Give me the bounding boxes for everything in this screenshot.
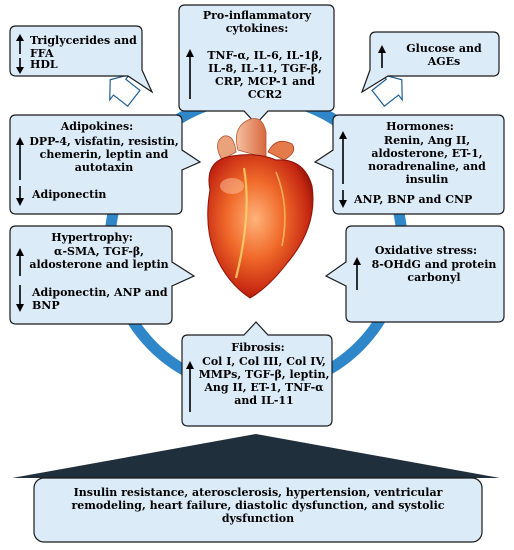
- oxidative-title: Oxidative stress:: [374, 244, 478, 257]
- heart-illustration: [207, 118, 314, 299]
- oxidative-box-shape: [324, 225, 505, 323]
- fibrosis-title: Fibrosis:: [231, 341, 285, 354]
- adipokines-decrease-text: Adiponectin: [32, 188, 107, 201]
- up-arrow-icon: [186, 361, 194, 412]
- up-arrow-icon: [186, 49, 194, 99]
- outcome-pyramid: [12, 434, 500, 478]
- fibrosis-box-shape: [181, 321, 333, 427]
- adipokines-box-shape: [9, 114, 202, 215]
- triglycerides-decrease-text: HDL: [30, 58, 58, 71]
- glucose-box-shape: [360, 31, 500, 94]
- up-arrow-icon: [16, 137, 24, 180]
- down-arrow-icon: [16, 285, 24, 312]
- up-arrow-icon: [378, 45, 386, 68]
- triglycerides-increase-text: Triglycerides and FFA: [30, 34, 137, 60]
- cytokines-box-shape: [178, 4, 335, 125]
- hypertrophy-increase-text: α-SMA, TGF-β, aldosterone and leptin: [29, 245, 169, 271]
- oxidative-increase-text: 8-OHdG and protein carbonyl: [371, 258, 497, 284]
- hormones-increase-text: Renin, Ang II, aldosterone, ET-1, noradr…: [368, 134, 486, 186]
- up-arrow-icon: [339, 131, 347, 184]
- adipokines-increase-text: DPP-4, visfatin, resistin, chemerin, lep…: [29, 135, 179, 174]
- adipokines-title: Adipokines:: [60, 120, 134, 133]
- hypertrophy-decrease-text: Adiponectin, ANP and BNP: [32, 286, 168, 312]
- hormones-decrease-text: ANP, BNP and CNP: [354, 193, 473, 206]
- hormones-box-shape: [313, 114, 505, 215]
- down-arrow-icon: [16, 186, 24, 206]
- hormones-title: Hormones:: [386, 120, 454, 133]
- cytokines-title: Pro-inflammatory cytokines:: [202, 9, 312, 35]
- up-arrow-icon: [16, 248, 24, 276]
- hypertrophy-box-shape: [9, 225, 196, 325]
- fibrosis-increase-text: Col I, Col III, Col IV, MMPs, TGF-β, lep…: [198, 355, 330, 407]
- up-arrow-icon: [16, 34, 24, 54]
- glucose-increase-text: Glucose and AGEs: [406, 42, 482, 68]
- triglycerides-box-shape: [9, 25, 154, 94]
- hypertrophy-title: Hypertrophy:: [51, 231, 133, 244]
- outcome-text: Insulin resistance, aterosclerosis, hype…: [71, 486, 445, 525]
- down-arrow-icon: [339, 190, 347, 208]
- down-arrow-icon: [16, 58, 24, 74]
- outcome-box-shape: [33, 477, 483, 543]
- cytokines-increase-text: TNF-α, IL-6, IL-1β, IL-8, IL-11, TGF-β, …: [207, 49, 323, 101]
- up-arrow-icon: [353, 257, 361, 290]
